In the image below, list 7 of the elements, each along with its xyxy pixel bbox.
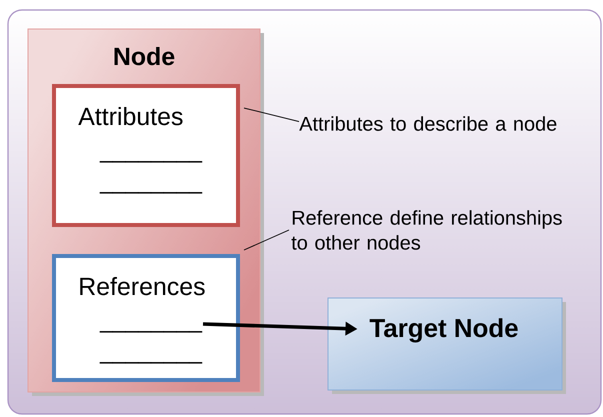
- leader-line: [244, 230, 290, 250]
- callout-text: Attributes to describe a node: [299, 116, 556, 131]
- compartment-box: References ________ ________: [52, 254, 240, 382]
- leader-line: [244, 108, 300, 122]
- callout-text: Reference define relationships to other nodes: [292, 210, 562, 250]
- compartment-box: Attributes ________ ________: [52, 84, 240, 227]
- target-box: Target Node: [328, 298, 566, 394]
